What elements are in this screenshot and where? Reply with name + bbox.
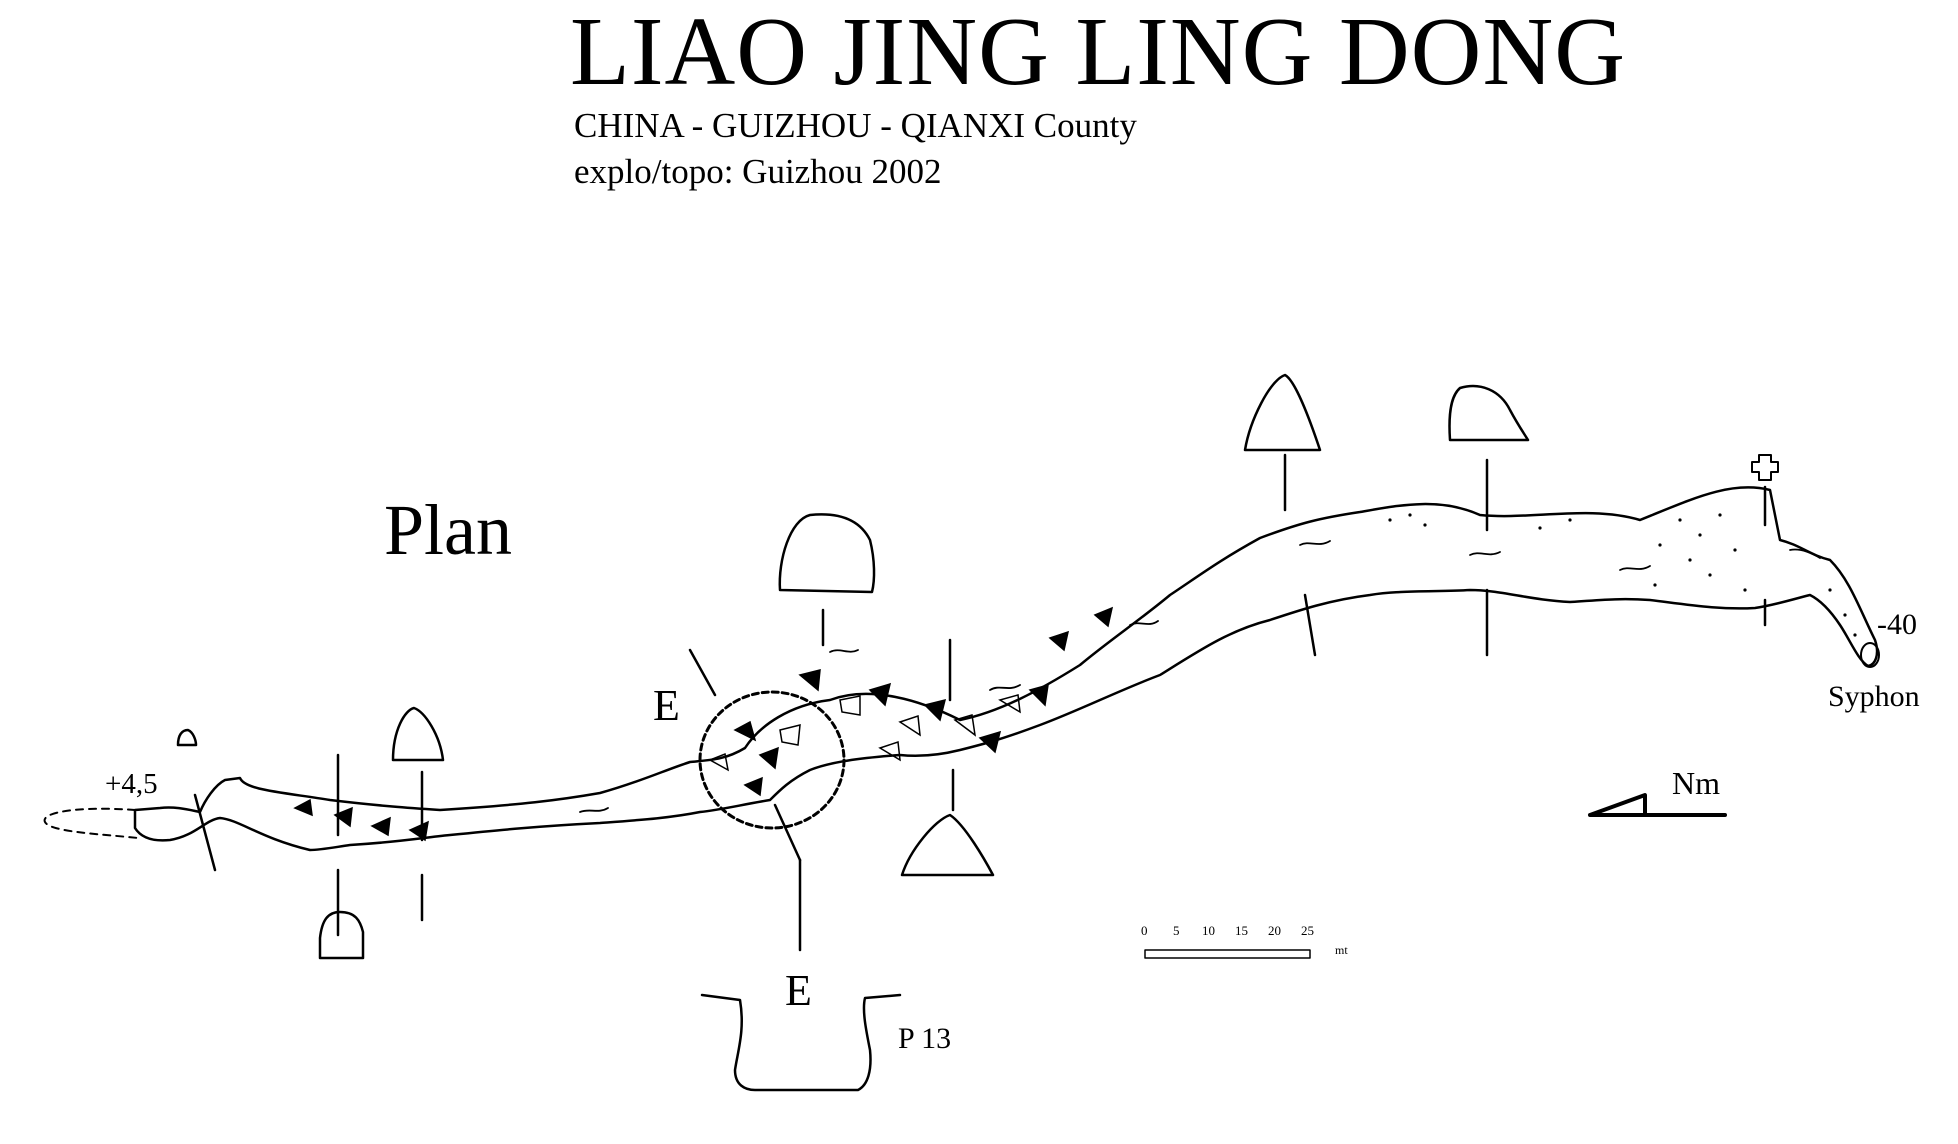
section-line [688,648,717,697]
sand-deposit [1388,513,1857,637]
cave-wall-upper [133,486,1879,852]
pit-p13-profile [700,993,902,1092]
scale-tick: 5 [1173,923,1180,938]
cross-section [318,910,365,960]
plan-view-label: Plan [384,490,513,570]
scale-tick: 20 [1268,923,1281,938]
scale-tick: 15 [1235,923,1248,938]
boulder-field [293,606,1114,842]
unsurveyed-passage [43,807,139,839]
cross-section [176,728,198,747]
north-arrow-icon [1588,793,1727,817]
cross-icon [1751,454,1779,481]
map-title: LIAO JING LING DONG [570,0,1626,106]
section-line [193,793,217,872]
siphon-mark [1860,642,1880,668]
map-credit: explo/topo: Guizhou 2002 [574,152,942,191]
map-location: CHINA - GUIZHOU - QIANXI County [574,106,1137,145]
siphon-label: Syphon [1828,680,1920,713]
cross-section [1448,384,1530,442]
scale-tick: 10 [1202,923,1215,938]
pit-label: P 13 [898,1022,952,1055]
cross-section [391,706,445,762]
entrance-shaft [698,690,846,830]
entrance-label: E [653,681,680,730]
cross-section [1243,373,1322,452]
depth-end-label: -40 [1877,608,1917,641]
north-label: Nm [1672,765,1720,801]
cross-section [900,813,995,877]
entrance-section-label: E [785,966,812,1015]
scale-unit: mt [1335,943,1348,957]
scale-bar [1144,949,1311,959]
scale-tick: 25 [1301,923,1314,938]
entrance-height-label: +4,5 [105,768,158,800]
scale-tick: 0 [1141,923,1148,938]
cross-section [778,513,876,594]
